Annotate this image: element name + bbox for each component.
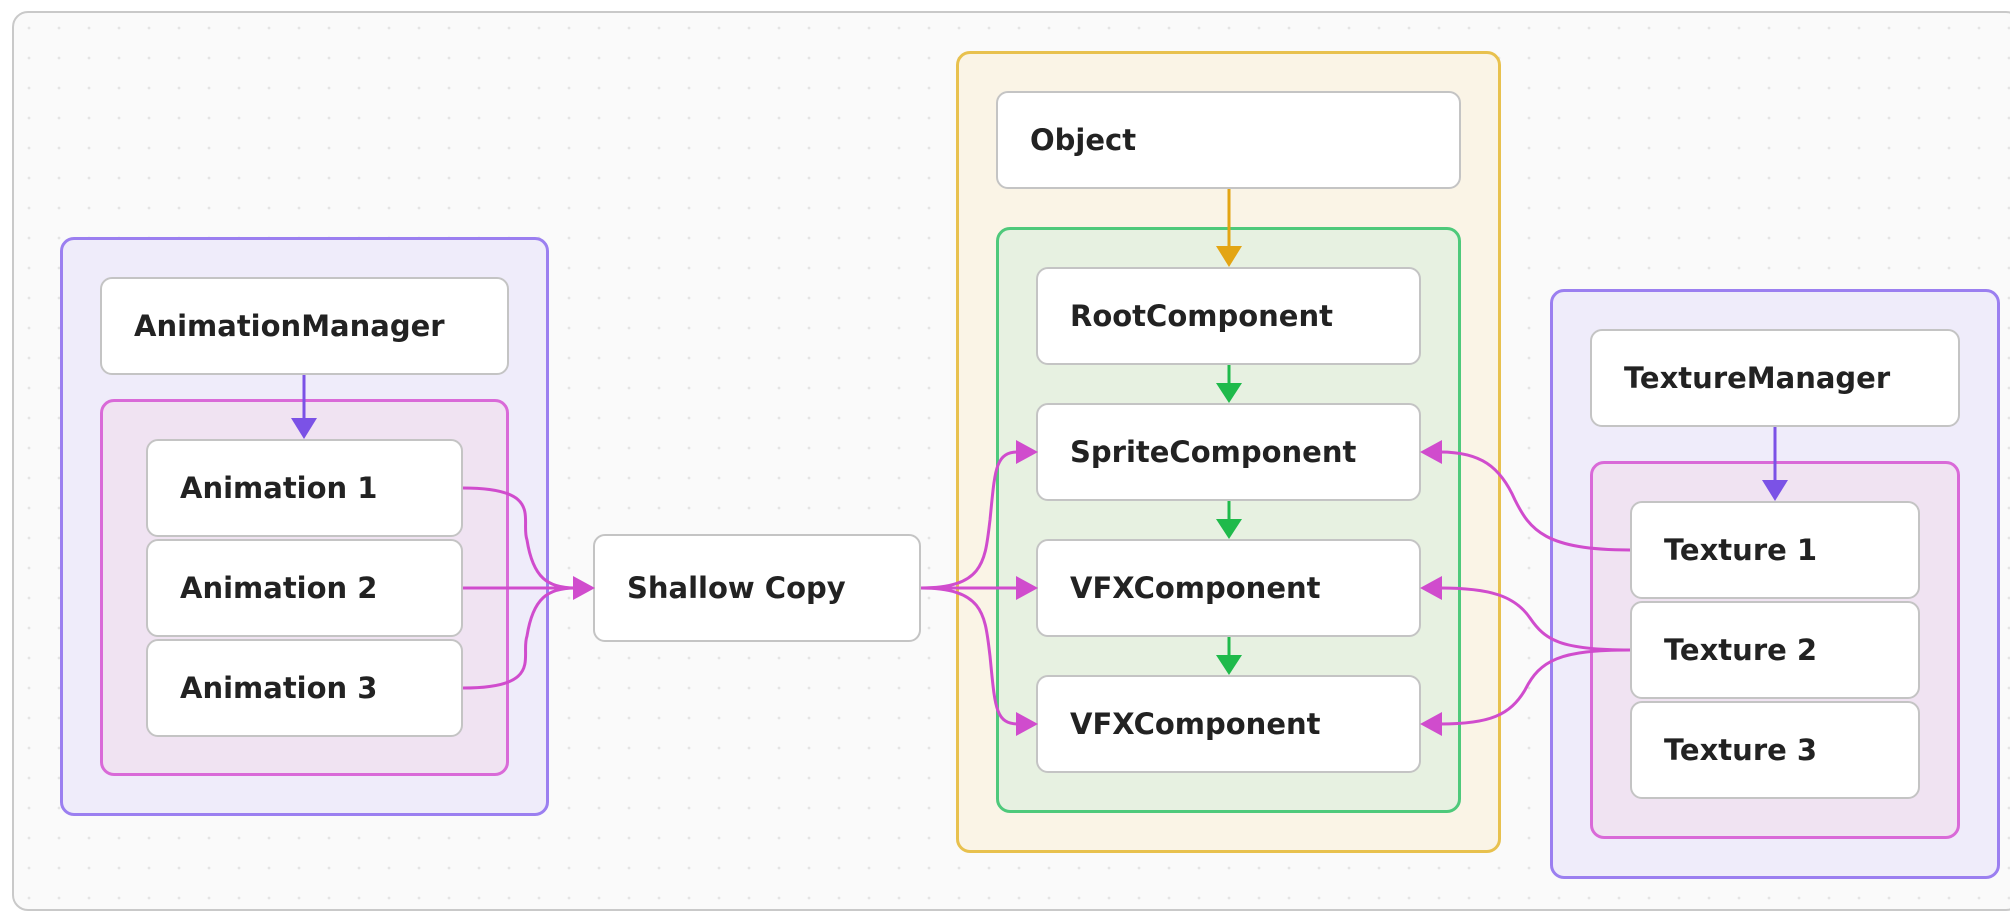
texture-1-node[interactable]: Texture 1 (1630, 501, 1920, 599)
animation-2-node[interactable]: Animation 2 (146, 539, 463, 637)
shallow-copy-node[interactable]: Shallow Copy (593, 534, 921, 642)
root-component-node[interactable]: RootComponent (1036, 267, 1421, 365)
animation-1-node[interactable]: Animation 1 (146, 439, 463, 537)
texture-manager-node[interactable]: TextureManager (1590, 329, 1960, 427)
vfx-component-node-2[interactable]: VFXComponent (1036, 675, 1421, 773)
texture-3-node[interactable]: Texture 3 (1630, 701, 1920, 799)
vfx-component-node-1[interactable]: VFXComponent (1036, 539, 1421, 637)
animation-manager-node[interactable]: AnimationManager (100, 277, 509, 375)
object-node[interactable]: Object (996, 91, 1461, 189)
sprite-component-node[interactable]: SpriteComponent (1036, 403, 1421, 501)
animation-3-node[interactable]: Animation 3 (146, 639, 463, 737)
texture-2-node[interactable]: Texture 2 (1630, 601, 1920, 699)
